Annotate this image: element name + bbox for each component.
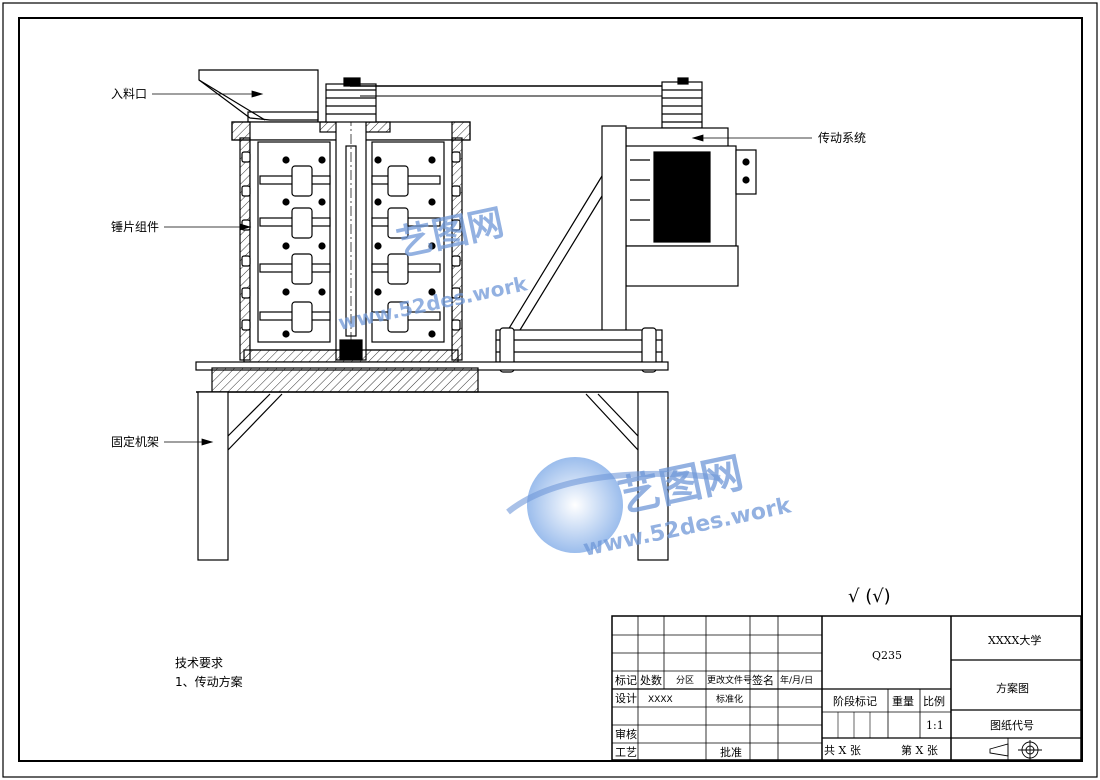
tb-drawing-code-label: 图纸代号	[990, 719, 1034, 732]
leader-lines	[152, 90, 812, 446]
tb-process: 工艺	[615, 746, 637, 759]
tb-approve: 批准	[720, 745, 742, 759]
main-shaft	[335, 80, 367, 370]
label-fixed-frame: 固定机架	[111, 434, 159, 449]
tb-drawing-name: 方案图	[996, 681, 1029, 695]
tb-signature: 签名	[752, 673, 774, 687]
tb-change-doc: 更改文件号	[707, 674, 752, 686]
tb-sheets-total: 共 X 张	[824, 744, 861, 757]
tb-date: 年/月/日	[780, 674, 813, 686]
crusher-pulley	[325, 77, 377, 123]
tb-count: 处数	[640, 674, 662, 687]
tb-scale-label: 比例	[923, 694, 945, 708]
tb-design: 设计	[615, 692, 637, 705]
tb-university: XXXX大学	[988, 633, 1041, 647]
housing-base	[243, 349, 459, 363]
tb-designer: XXXX	[648, 695, 673, 705]
tb-weight: 重量	[892, 694, 914, 708]
hammer-pins	[282, 156, 436, 338]
projection-symbol-icon	[989, 740, 1042, 760]
label-drive-system: 传动系统	[818, 130, 866, 145]
tb-material: Q235	[872, 649, 902, 662]
tech-requirements-title: 技术要求	[175, 656, 223, 670]
motor-pulley	[661, 77, 703, 129]
crusher-machine-drawing	[195, 69, 757, 561]
tb-standardize: 标准化	[716, 693, 743, 705]
surface-finish-symbol: √ (√)	[848, 586, 891, 607]
motor	[625, 127, 757, 287]
hammer-rows	[259, 165, 441, 333]
label-hammer-assembly: 锤片组件	[111, 219, 159, 234]
tb-review: 审核	[615, 727, 637, 741]
tb-stage-mark: 阶段标记	[833, 694, 877, 708]
tb-mark: 标记	[615, 673, 637, 687]
tb-scale-value: 1:1	[926, 719, 944, 732]
tech-requirements-item: 1、传动方案	[175, 674, 243, 689]
label-feed-inlet: 入料口	[111, 87, 147, 101]
title-block	[611, 615, 1082, 761]
tb-sheet-no: 第 X 张	[901, 743, 938, 757]
base-beam	[211, 367, 479, 393]
watermark-globe-icon	[527, 457, 623, 553]
feed-hopper	[198, 69, 319, 123]
tb-zone: 分区	[676, 675, 694, 686]
inner-frame	[18, 17, 1083, 762]
motor-support-frame	[495, 125, 663, 373]
